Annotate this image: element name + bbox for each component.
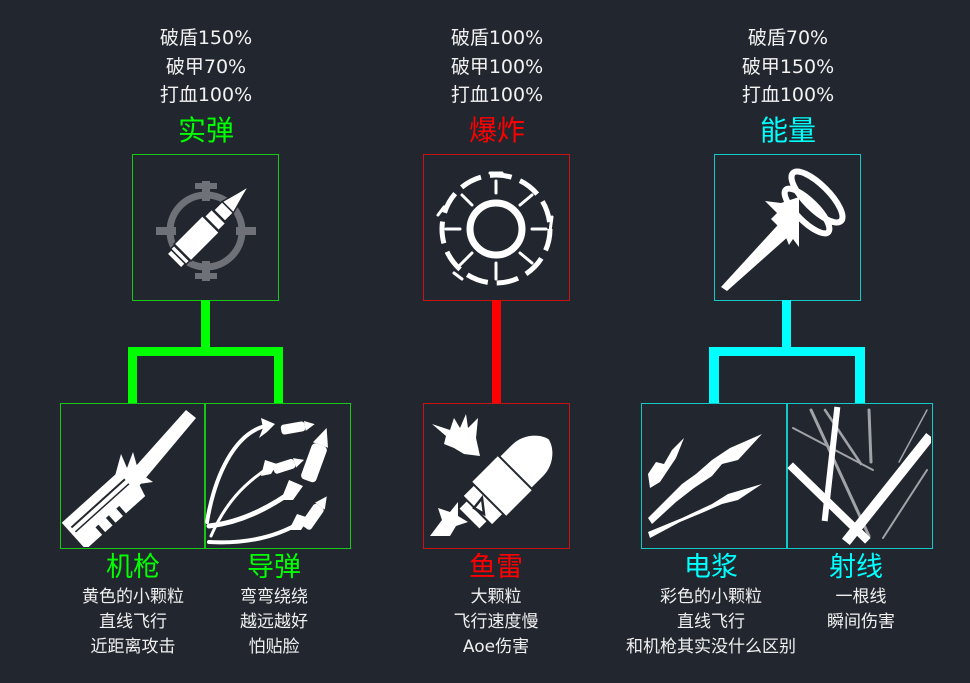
kinetic-icon-box [132, 154, 279, 301]
laser-title: 射线 [829, 552, 883, 583]
stat-hull: 打血100% [450, 84, 544, 106]
desc-line: Aoe伤害 [462, 637, 530, 657]
plasma-desc: 彩色的小颗粒 直线飞行 和机枪其实没什么区别 [601, 585, 821, 660]
torpedo-box [423, 403, 570, 549]
desc-line: 越远越好 [240, 612, 308, 632]
desc-line: 弯弯绕绕 [240, 587, 308, 607]
energy-connector-stem [782, 300, 791, 355]
energy-title: 能量 [759, 114, 816, 147]
missiles-title: 导弹 [247, 552, 301, 583]
energy-connector-right [855, 347, 865, 404]
desc-line: 直线飞行 [677, 612, 745, 632]
machine-gun-icon [61, 410, 196, 547]
kinetic-connector-right [274, 347, 283, 404]
stat-hull: 打血100% [159, 84, 253, 106]
stat-hull: 打血100% [741, 84, 835, 106]
machine-gun-desc: 黄色的小颗粒 直线飞行 近距离攻击 [58, 585, 208, 660]
machine-gun-box [60, 403, 206, 549]
desc-line: 彩色的小颗粒 [660, 587, 762, 607]
desc-line: 怕贴脸 [248, 637, 300, 657]
explosive-icon-box [423, 154, 570, 301]
stat-armor: 破甲70% [165, 55, 247, 78]
kinetic-stats: 破盾150% 破甲70% 打血100% [106, 24, 306, 110]
explosive-stats: 破盾100% 破甲100% 打血100% [397, 24, 597, 110]
torpedo-icon [430, 414, 553, 536]
laser-icon [787, 406, 931, 546]
bullet-crosshair-icon [156, 181, 256, 281]
energy-icon-box [714, 154, 861, 301]
explosive-connector-stem [492, 300, 501, 404]
energy-stats: 破盾70% 破甲150% 打血100% [688, 24, 888, 110]
missiles-icon [205, 418, 328, 545]
desc-line: 和机枪其实没什么区别 [626, 637, 796, 657]
torpedo-title: 鱼雷 [469, 552, 523, 583]
desc-line: 一根线 [835, 587, 887, 607]
desc-line: 黄色的小颗粒 [82, 587, 184, 607]
explosive-title: 爆炸 [468, 114, 525, 147]
machine-gun-title: 机枪 [106, 552, 160, 583]
desc-line: 近距离攻击 [90, 637, 176, 657]
missiles-box [204, 403, 351, 549]
laser-box [786, 403, 933, 549]
laser-desc: 一根线 瞬间伤害 [786, 585, 936, 635]
kinetic-title: 实弹 [177, 114, 234, 147]
plasma-box [641, 403, 788, 549]
desc-line: 直线飞行 [99, 612, 167, 632]
torpedo-desc: 大颗粒 飞行速度慢 Aoe伤害 [421, 585, 571, 660]
energy-connector-bar [709, 347, 865, 356]
desc-line: 瞬间伤害 [827, 612, 895, 632]
stat-armor: 破甲150% [741, 55, 835, 78]
plasma-icon [648, 434, 762, 538]
kinetic-connector-bar [128, 347, 283, 356]
explosion-ring-icon [436, 171, 554, 286]
kinetic-connector-left [128, 347, 137, 404]
kinetic-connector-stem [201, 300, 210, 355]
stat-shield: 破盾150% [159, 27, 253, 49]
plasma-title: 电浆 [684, 552, 738, 583]
stat-shield: 破盾100% [450, 27, 544, 49]
missiles-desc: 弯弯绕绕 越远越好 怕贴脸 [199, 585, 349, 660]
desc-line: 大颗粒 [470, 587, 522, 607]
stat-shield: 破盾70% [747, 27, 829, 49]
stat-armor: 破甲100% [450, 55, 544, 78]
desc-line: 飞行速度慢 [453, 612, 539, 632]
energy-connector-left [709, 347, 719, 404]
energy-beam-icon [721, 168, 846, 291]
